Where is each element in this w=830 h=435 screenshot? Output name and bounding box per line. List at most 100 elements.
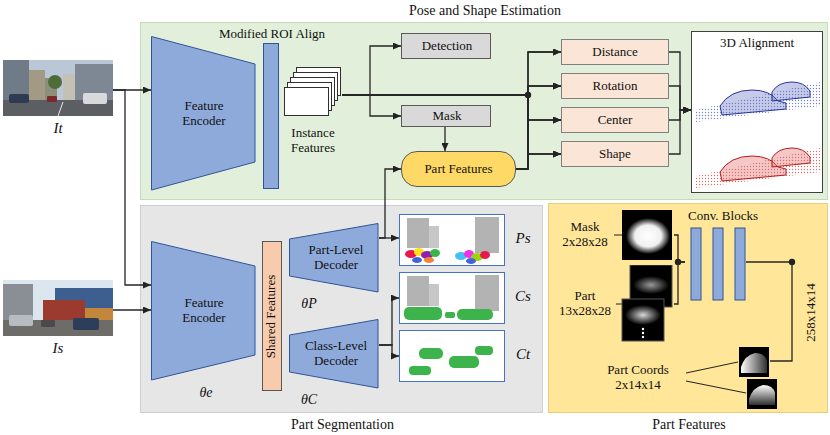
text: Rotation	[593, 79, 638, 94]
decoder-trapezoid: Part-Level Decoder θP	[289, 223, 379, 313]
text: Ct	[516, 346, 530, 363]
text-holder: θP	[289, 295, 329, 313]
street-photo	[3, 60, 113, 116]
conv-blocks: Conv. Blocks	[685, 208, 761, 304]
output-box: Shape	[561, 141, 669, 167]
connector	[342, 46, 401, 95]
text-holder: Center	[562, 108, 668, 132]
segmentation-output: Ct	[399, 329, 541, 383]
text-holder: Distance	[562, 40, 668, 64]
text: Instance Features	[276, 126, 350, 156]
connector	[674, 262, 685, 304]
connector	[444, 127, 445, 151]
text: Ps	[516, 230, 531, 247]
connector	[342, 86, 561, 95]
text-holder: It	[33, 119, 83, 138]
text: Detection	[422, 39, 473, 54]
panel: Part SegmentationFeature EncoderθeShared…	[140, 205, 543, 413]
trapezoid-shape	[152, 242, 256, 381]
text: Part Coords 2x14x14	[591, 363, 685, 393]
connector	[516, 154, 561, 169]
text: Pose and Shape Estimation	[409, 3, 561, 19]
connector	[516, 52, 561, 169]
text-holder: Mask	[402, 106, 492, 126]
text: Feature Encoder	[168, 296, 240, 326]
alignment-box: 3D Alignment	[691, 31, 823, 193]
connector	[379, 298, 399, 345]
encoder-trapezoid: Feature Encoder	[151, 36, 256, 191]
text: 3D Alignment	[720, 36, 794, 51]
encoder-trapezoid: Feature Encoder θe	[151, 241, 256, 403]
connector	[342, 95, 401, 116]
text-holder: Part-Level Decoder	[297, 235, 375, 281]
text-holder: Mask 2x28x28	[554, 216, 616, 254]
connector	[342, 95, 561, 120]
text: Conv. Blocks	[688, 209, 758, 224]
part-input: Part 13x28x28	[554, 265, 674, 343]
text: It	[53, 120, 62, 137]
text-holder: Is	[33, 339, 83, 358]
connector	[113, 89, 151, 90]
connector	[379, 345, 399, 356]
text-holder: Detection	[402, 34, 492, 58]
process-box: Mask	[401, 105, 491, 127]
text: Part 13x28x28	[554, 289, 616, 319]
rounded-box: Part Features	[401, 151, 516, 187]
output-box: Rotation	[561, 73, 669, 99]
decoder-trapezoid: Class-Level Decoder θC	[289, 319, 379, 409]
part-segmentation-map	[399, 214, 505, 266]
connector	[342, 52, 561, 95]
connector	[669, 86, 691, 110]
instance-feature-stack	[284, 67, 342, 121]
text: Modified ROI Align	[219, 27, 325, 42]
output-box: Center	[561, 107, 669, 133]
dimension-label: 258x14x14	[804, 283, 819, 342]
point-cloud-illustration	[692, 54, 824, 192]
text: Part Features	[652, 417, 725, 433]
text: Part Features	[424, 162, 492, 177]
panel: Pose and Shape EstimationFeature Encoder…	[140, 22, 828, 200]
shared-features-bar: Shared Features	[262, 241, 282, 391]
connector	[669, 110, 691, 154]
text-holder: θe	[181, 384, 231, 402]
text: θP	[301, 296, 316, 312]
output-box: Distance	[561, 39, 669, 65]
text-holder: Class-Level Decoder	[297, 331, 375, 377]
trapezoid-shape	[290, 320, 379, 389]
text-holder: 258x14x14	[798, 262, 824, 362]
text-holder: Part Features	[549, 416, 829, 434]
connector	[342, 95, 561, 154]
segmentation-output: Ps	[399, 213, 541, 267]
text-holder: Feature Encoder	[168, 288, 240, 333]
class-segmentation-map	[399, 272, 505, 324]
text: Cs	[515, 288, 531, 305]
text: Shape	[599, 147, 631, 162]
connector	[379, 237, 399, 238]
text-holder: 3D Alignment	[692, 34, 822, 52]
text: θC	[301, 392, 317, 408]
mask-input: Mask 2x28x28	[554, 208, 674, 262]
text-holder: Ps	[507, 229, 539, 249]
connector	[113, 90, 151, 285]
text: θe	[199, 385, 212, 401]
text: Part-Level Decoder	[297, 243, 375, 273]
input-image: It	[3, 60, 113, 140]
text-holder: Conv. Blocks	[681, 208, 765, 225]
text-holder: Shape	[562, 142, 668, 166]
text-holder: Feature Encoder	[168, 91, 240, 136]
text-holder: Shared Features	[263, 242, 281, 390]
text-holder: Part Features	[402, 152, 515, 186]
trapezoid-shape	[290, 224, 379, 293]
text-holder: Modified ROI Align	[202, 26, 342, 42]
connector	[674, 235, 685, 262]
feature-stack: Instance Features	[284, 67, 342, 159]
text: Mask	[433, 109, 462, 124]
text: Shared Features	[265, 274, 280, 357]
text-holder: θC	[289, 391, 329, 409]
roi-align-bar: Modified ROI Align	[263, 43, 279, 189]
text: Part Segmentation	[291, 417, 394, 433]
text: Mask 2x28x28	[554, 220, 616, 250]
panel: Part Features Mask 2x28x28 Part 13x28x28…	[548, 203, 828, 413]
text-holder: Part 13x28x28	[554, 285, 616, 323]
